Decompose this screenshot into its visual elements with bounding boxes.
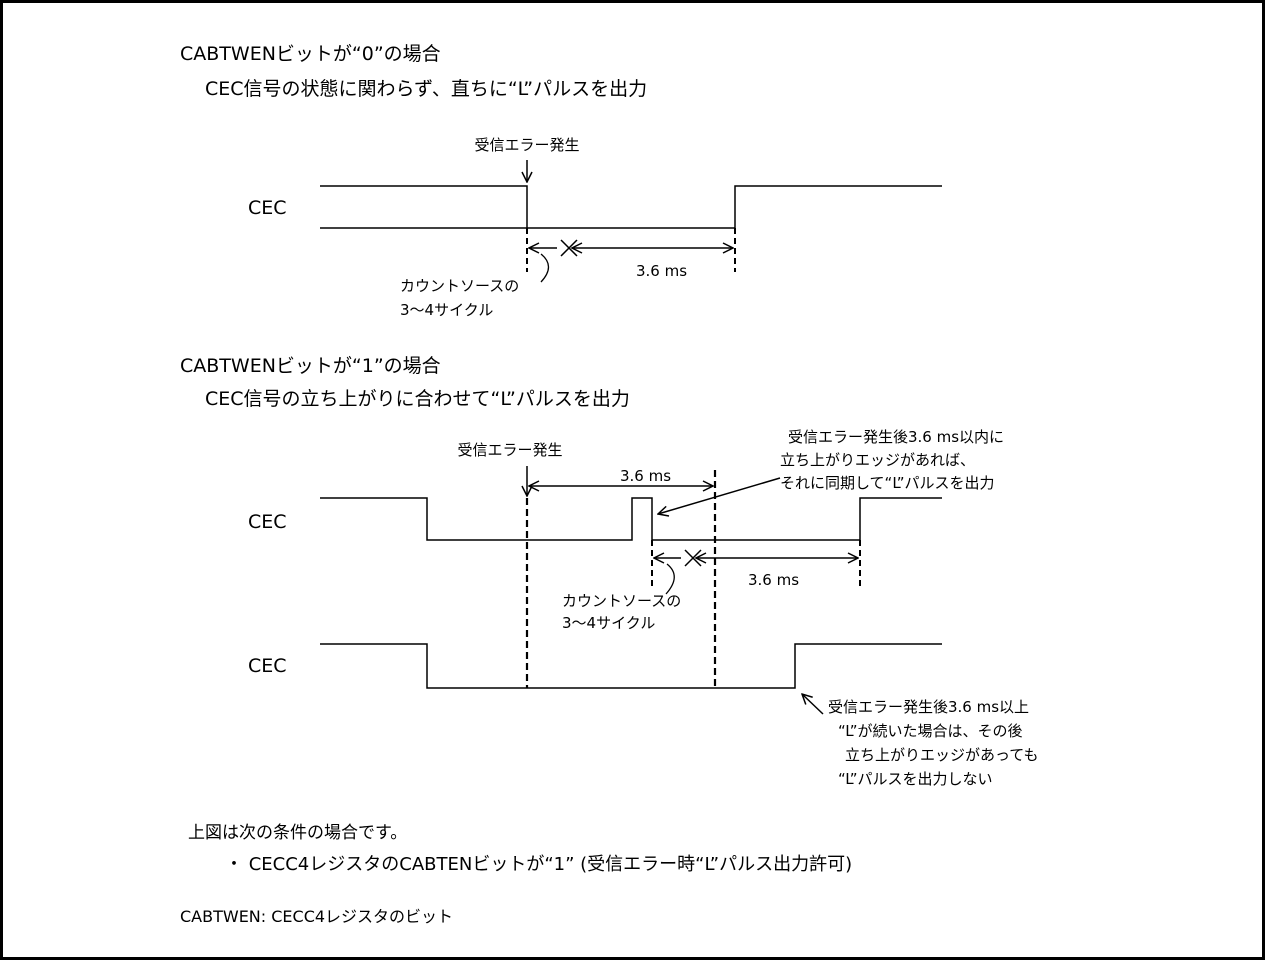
section-0-callout-curve	[540, 253, 550, 283]
section-1-note-a-line2: 立ち上がりエッジがあれば、	[780, 451, 975, 469]
section-1-note-a-line1: 受信エラー発生後3.6 ms以内に	[788, 428, 1004, 446]
section-1-note-b-line4: “L”パルスを出力しない	[838, 770, 993, 788]
section-1-count-source-line2: 3～4サイクル	[562, 614, 655, 632]
section-0-title: CABTWENビットが“0”の場合	[180, 43, 441, 65]
section-0-duration-label: 3.6 ms	[636, 262, 687, 280]
section-0-cec-high-line	[320, 185, 528, 228]
section-1-note-b-line2: “L”が続いた場合は、その後	[838, 722, 1023, 740]
footer-condition-item: ・ CECC4レジスタのCABTENビットが“1” (受信エラー時“L”パルス出…	[225, 854, 852, 875]
section-0-subtitle: CEC信号の状態に関わらず、直ちに“L”パルスを出力	[205, 78, 647, 100]
footer-definition: CABTWEN: CECC4レジスタのビット	[180, 907, 453, 926]
footer-notes: 上図は次の条件の場合です。 ・ CECC4レジスタのCABTENビットが“1” …	[180, 823, 852, 926]
section-1-cec-b-waveform	[320, 643, 942, 689]
section-1-duration-label: 3.6 ms	[748, 571, 799, 589]
section-1-note-a-line3: それに同期して“L”パルスを出力	[780, 474, 995, 492]
section-1-cec-a-input	[320, 497, 653, 541]
section-1-title: CABTWENビットが“1”の場合	[180, 355, 441, 377]
section-1-signal-label-b: CEC	[248, 655, 287, 677]
section-1-count-source-line1: カウントソースの	[562, 592, 681, 610]
section-1-event-label: 受信エラー発生	[457, 441, 562, 459]
section-cabtwen-1: CABTWENビットが“1”の場合 CEC信号の立ち上がりに合わせて“L”パルス…	[180, 355, 1039, 788]
section-1-note-b-arrow	[802, 694, 824, 715]
footer-condition-intro: 上図は次の条件の場合です。	[188, 823, 407, 843]
section-0-count-source-line2: 3～4サイクル	[400, 301, 493, 319]
section-0-signal-label: CEC	[248, 197, 287, 219]
section-cabtwen-0: CABTWENビットが“0”の場合 CEC信号の状態に関わらず、直ちに“L”パル…	[180, 43, 942, 319]
section-0-cec-low-line	[320, 185, 942, 229]
section-1-subtitle: CEC信号の立ち上がりに合わせて“L”パルスを出力	[205, 388, 630, 410]
section-1-window-label: 3.6 ms	[620, 467, 671, 485]
section-1-callout-curve	[665, 563, 675, 595]
section-1-note-b-line3: 立ち上がりエッジがあっても	[845, 746, 1039, 764]
section-1-note-b-line1: 受信エラー発生後3.6 ms以上	[828, 698, 1029, 716]
section-0-event-label: 受信エラー発生	[474, 136, 579, 154]
section-1-note-a-arrow	[658, 477, 781, 514]
section-1-signal-label-a: CEC	[248, 511, 287, 533]
section-1-cec-a-output	[652, 497, 942, 541]
section-0-count-source-line1: カウントソースの	[400, 277, 519, 295]
